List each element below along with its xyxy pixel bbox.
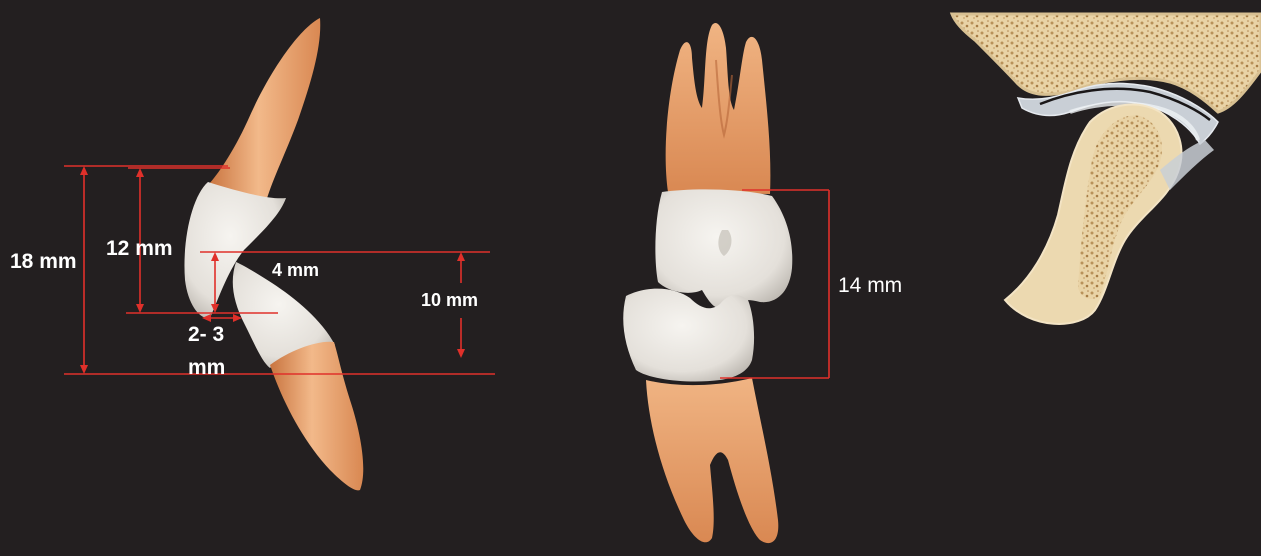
- upper-incisor-root: [208, 18, 320, 205]
- label-10mm: 10 mm: [421, 290, 478, 310]
- lower-incisor-root: [270, 342, 363, 491]
- label-2-3mm-line2: mm: [188, 356, 225, 379]
- incisor-group: 18 mm 12 mm 4 mm 10 mm 2- 3 mm: [10, 18, 495, 490]
- lower-molar-roots: [646, 378, 778, 543]
- tmj-section: [952, 14, 1261, 324]
- upper-molar-roots: [666, 23, 771, 194]
- label-2-3mm-line1: 2- 3: [188, 323, 224, 346]
- lower-molar-crown: [623, 289, 754, 382]
- molar-group: 14 mm: [623, 23, 902, 543]
- label-4mm: 4 mm: [272, 260, 319, 280]
- label-14mm: 14 mm: [838, 274, 902, 297]
- label-18mm: 18 mm: [10, 250, 77, 273]
- label-12mm: 12 mm: [106, 237, 173, 260]
